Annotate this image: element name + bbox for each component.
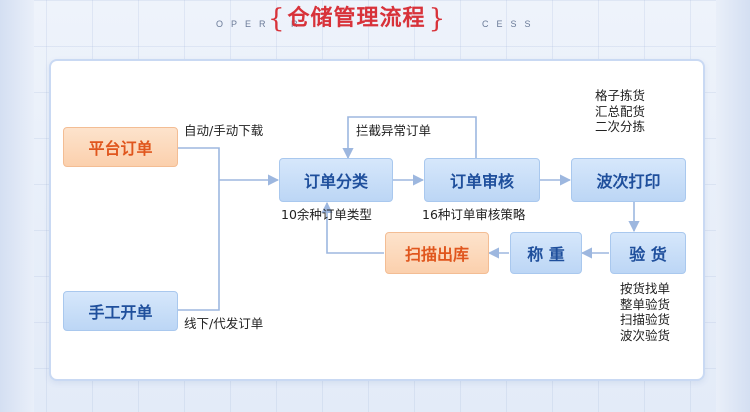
header-subtitle-mid: R	[291, 19, 306, 29]
label-review-strategies: 16种订单审核策略	[422, 207, 526, 222]
right-edge-decoration	[716, 0, 750, 412]
wave-method-item: 格子拣货	[595, 88, 646, 103]
arrow-intercept-loop	[342, 116, 477, 160]
wave-methods-list: 格子拣货 汇总配货 二次分拣	[595, 88, 645, 135]
inspect-methods-list: 按货找单 整单验货 扫描验货 波次验货	[620, 281, 670, 344]
node-manual-order[interactable]: 手工开单	[63, 291, 178, 331]
connector-manual	[178, 180, 220, 311]
header-subtitle-right: CESS	[482, 19, 539, 29]
label-order-types: 10余种订单类型	[281, 207, 372, 222]
inspect-method-item: 扫描验货	[620, 312, 671, 328]
node-order-classify[interactable]: 订单分类	[279, 158, 393, 202]
connector-platform	[178, 147, 220, 180]
label-intercept: 拦截异常订单	[356, 123, 432, 138]
arrow-scan-classify	[321, 201, 384, 254]
node-wave-print[interactable]: 波次打印	[571, 158, 686, 202]
inspect-method-item: 波次验货	[620, 327, 671, 343]
label-offline-order: 线下/代发订单	[184, 316, 264, 331]
wave-method-item: 汇总配货	[595, 103, 646, 119]
title-text: 仓储管理流程	[287, 6, 426, 31]
page-title: { 仓储管理流程 }	[268, 6, 445, 32]
inspect-method-item: 整单验货	[620, 296, 671, 312]
left-edge-decoration	[0, 0, 34, 412]
node-scan-out[interactable]: 扫描出库	[385, 232, 489, 274]
node-platform-order[interactable]: 平台订单	[63, 127, 178, 167]
title-brace-open: {	[268, 4, 285, 34]
title-brace-close: }	[428, 4, 446, 34]
wave-method-item: 二次分拣	[595, 119, 646, 135]
header: OPER R CESS { 仓储管理流程 }	[0, 0, 750, 54]
node-weigh[interactable]: 称 重	[510, 232, 582, 274]
inspect-method-item: 按货找单	[620, 281, 671, 296]
label-auto-manual: 自动/手动下载	[184, 123, 264, 138]
node-order-review[interactable]: 订单审核	[424, 158, 540, 202]
header-subtitle-left: OPER	[216, 19, 274, 29]
node-inspect[interactable]: 验 货	[610, 232, 686, 274]
